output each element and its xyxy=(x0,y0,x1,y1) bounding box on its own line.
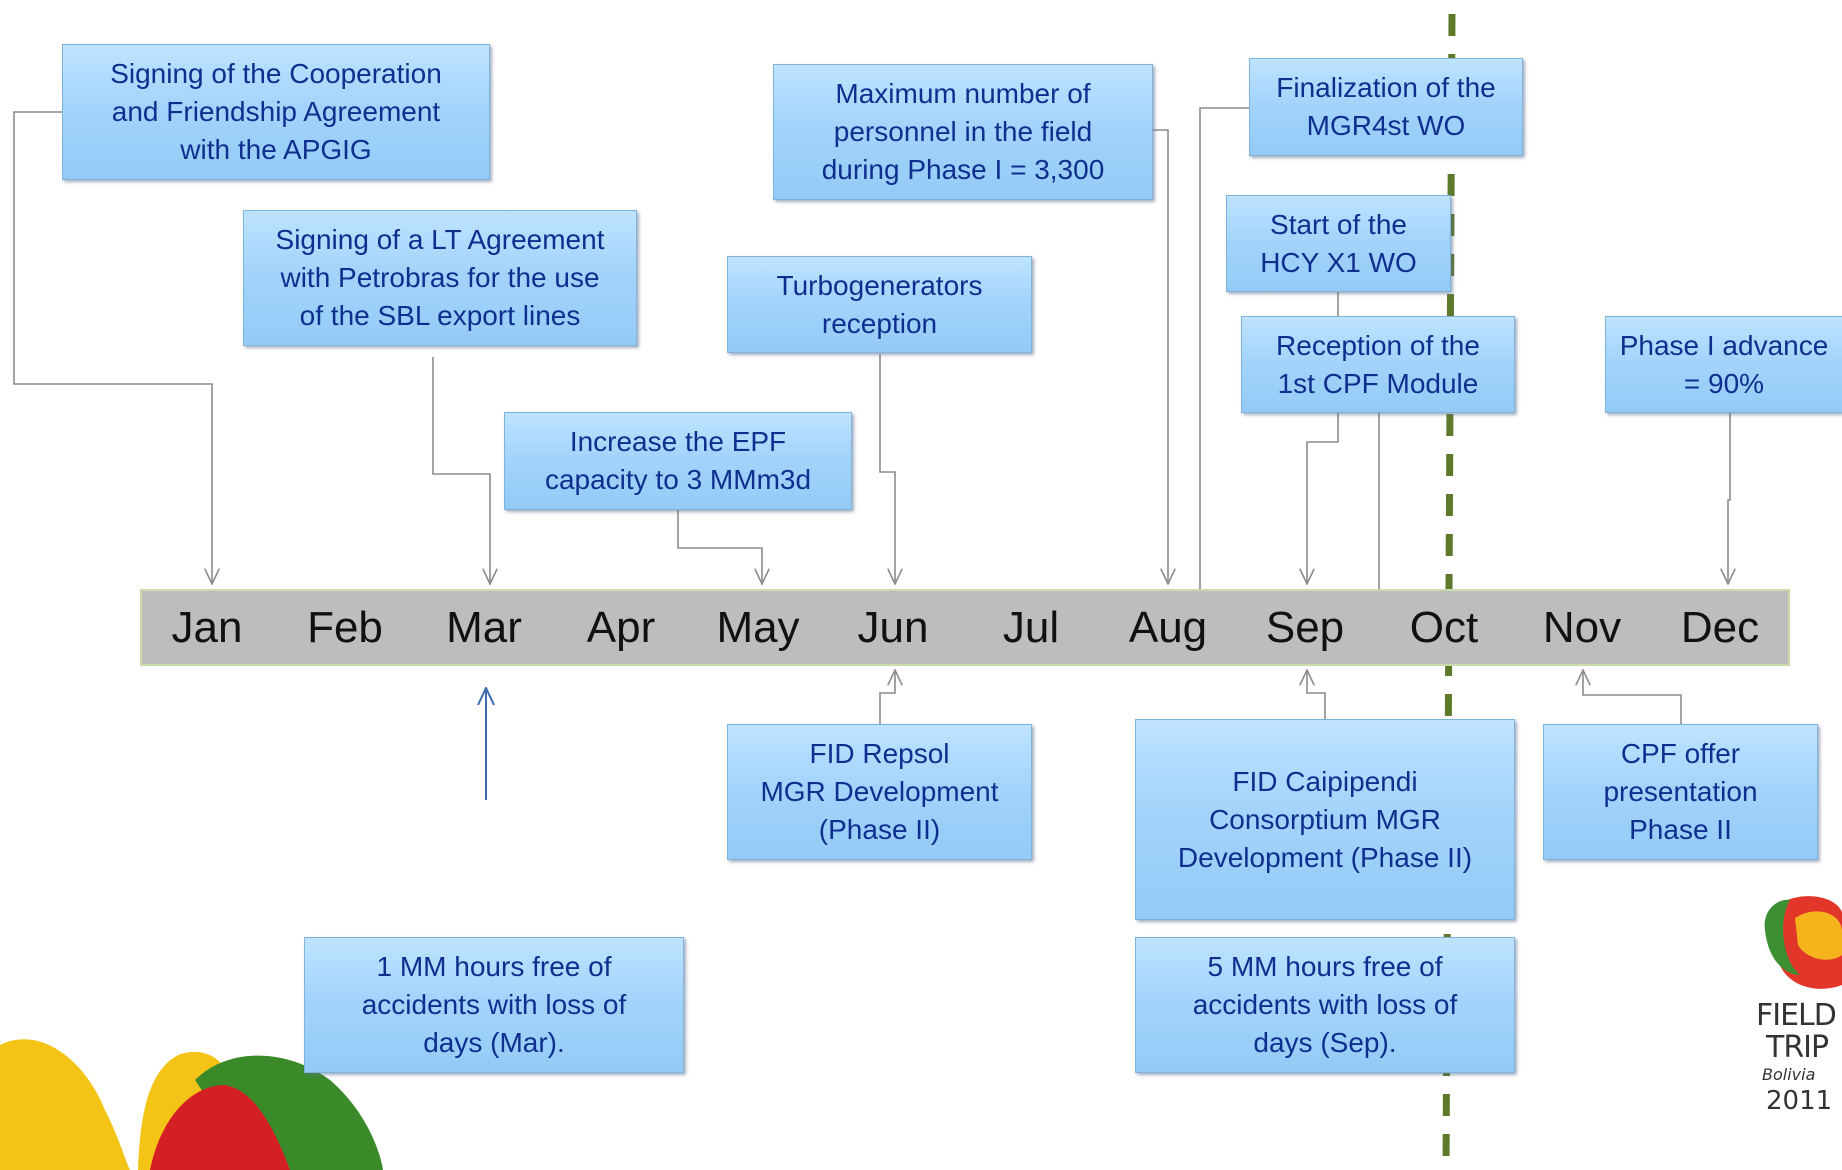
event-lt-agreement: Signing of a LT Agreement with Petrobras… xyxy=(243,210,637,346)
event-epf-capacity: Increase the EPF capacity to 3 MMm3d xyxy=(504,412,852,510)
logo-word-field: FIELD xyxy=(1756,998,1837,1033)
month-oct: Oct xyxy=(1409,603,1479,652)
event-hours-mar: 1 MM hours free of accidents with loss o… xyxy=(304,937,684,1073)
event-max-personnel: Maximum number of personnel in the field… xyxy=(773,64,1153,200)
connector-epf xyxy=(677,510,762,584)
connector-cooperation xyxy=(13,111,212,584)
event-cpf-module: Reception of the 1st CPF Module xyxy=(1241,316,1515,413)
month-jun: Jun xyxy=(857,603,929,652)
month-axis xyxy=(140,589,1790,666)
month-dec: Dec xyxy=(1680,603,1760,652)
field-trip-logo xyxy=(1764,896,1842,989)
month-may: May xyxy=(716,603,800,652)
event-cpf-offer: CPF offer presentation Phase II xyxy=(1543,724,1818,860)
event-mgr4-finalization: Finalization of the MGR4st WO xyxy=(1249,58,1523,156)
event-hours-sep: 5 MM hours free of accidents with loss o… xyxy=(1135,937,1515,1073)
logo-word-bolivia: Bolivia xyxy=(1762,1065,1816,1084)
month-jul: Jul xyxy=(1002,603,1060,652)
month-apr: Apr xyxy=(586,603,656,652)
connector-fid-caipipendi xyxy=(1307,670,1326,722)
event-fid-repsol: FID Repsol MGR Development (Phase II) xyxy=(727,724,1032,860)
month-jan: Jan xyxy=(171,603,243,652)
logo-word-trip: TRIP xyxy=(1766,1030,1829,1065)
connector-max-personnel xyxy=(1153,129,1168,584)
connector-cpf-offer xyxy=(1583,670,1682,724)
event-fid-caipipendi: FID Caipipendi Consorptium MGR Developme… xyxy=(1135,719,1515,920)
month-sep: Sep xyxy=(1265,603,1345,652)
month-aug: Aug xyxy=(1128,603,1208,652)
month-nov: Nov xyxy=(1542,603,1622,652)
decorative-shapes xyxy=(0,1039,383,1170)
connector-turbogenerators xyxy=(879,354,895,584)
event-turbogenerators: Turbogenerators reception xyxy=(727,256,1032,353)
month-mar: Mar xyxy=(446,603,522,652)
connector-lt-agreement xyxy=(432,357,490,584)
connector-fid-repsol xyxy=(879,670,895,724)
event-cooperation-agreement: Signing of the Cooperation and Friendshi… xyxy=(62,44,490,180)
month-feb: Feb xyxy=(307,603,383,652)
logo-year: 2011 xyxy=(1766,1086,1833,1116)
event-hcy-start: Start of the HCY X1 WO xyxy=(1226,195,1451,292)
logo-text: FIELD TRIP Bolivia 2011 xyxy=(1756,998,1842,1117)
event-phase1-advance: Phase I advance = 90% xyxy=(1605,316,1842,413)
connector-cpf-module-a xyxy=(1307,412,1339,584)
connector-phase1 xyxy=(1728,412,1730,584)
